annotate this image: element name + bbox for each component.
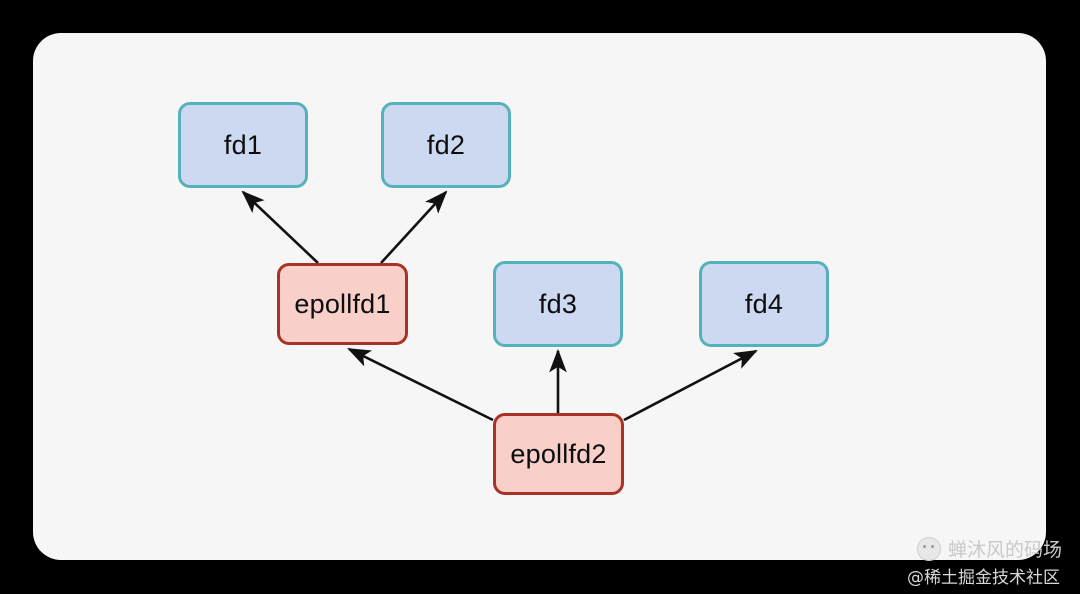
node-fd3-label: fd3 xyxy=(538,288,578,319)
node-fd1[interactable]: fd1 xyxy=(178,102,308,188)
node-epollfd2[interactable]: epollfd2 xyxy=(493,413,624,495)
node-fd3[interactable]: fd3 xyxy=(493,261,623,347)
node-fd2[interactable]: fd2 xyxy=(381,102,511,188)
node-fd1-label: fd1 xyxy=(223,129,263,160)
node-fd4[interactable]: fd4 xyxy=(699,261,829,347)
node-epollfd1[interactable]: epollfd1 xyxy=(277,263,408,345)
node-fd2-label: fd2 xyxy=(426,129,466,160)
node-epollfd1-label: epollfd1 xyxy=(294,288,391,319)
node-fd4-label: fd4 xyxy=(744,288,784,319)
node-epollfd2-label: epollfd2 xyxy=(510,438,607,469)
watermark-subtitle: @稀土掘金技术社区 xyxy=(907,568,1060,588)
